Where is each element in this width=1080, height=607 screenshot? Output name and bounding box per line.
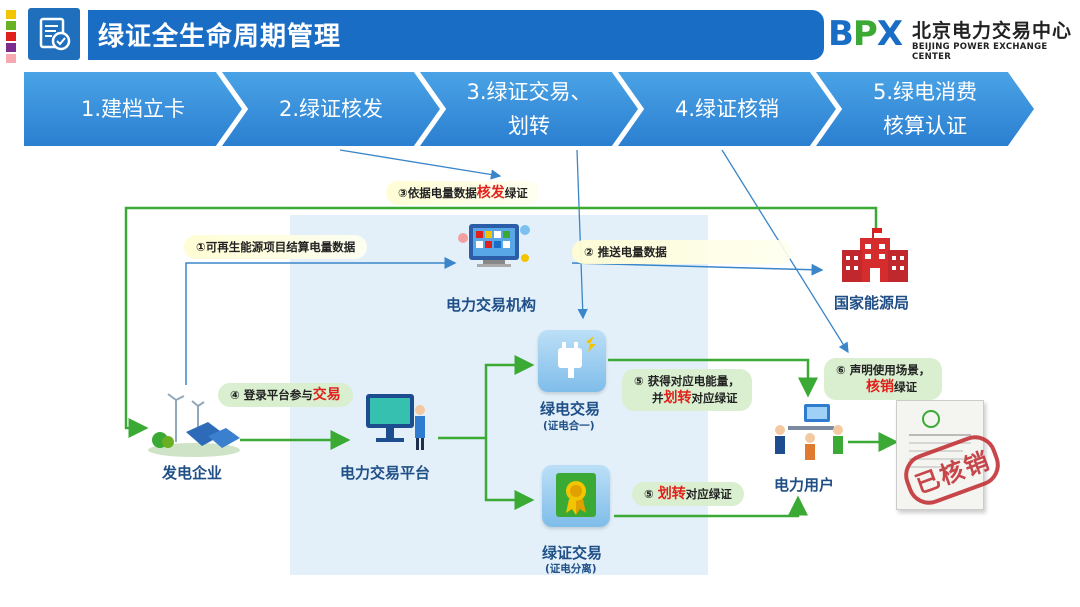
annotation-2: ② 推送电量数据 (572, 240, 792, 264)
platform-label: 电力交易平台 (340, 464, 431, 482)
color-strip-pink (6, 54, 16, 63)
computer-platform-icon (360, 390, 440, 456)
annotation-1: ①可再生能源项目结算电量数据 (184, 235, 368, 259)
color-strip-red (6, 32, 16, 41)
green-cert-trade-sublabel: (证电分离) (545, 563, 597, 575)
logo-cn-name: 北京电力交易中心 (912, 20, 1073, 42)
step-3-chevron: 3.绿证交易、划转 (420, 72, 638, 146)
trading-org-dashboard-icon (455, 218, 535, 282)
step-1-label: 1.建档立卡 (80, 97, 186, 121)
plug-icon (558, 336, 596, 378)
page-title: 绿证全生命周期管理 (98, 22, 342, 52)
annotation-5a: ⑤ 获得对应电能量，并划转对应绿证 (622, 369, 752, 411)
logo-en-name: BEIJING POWER EXCHANGE CENTER (912, 42, 1048, 62)
green-cert-trade-label: 绿证交易 (542, 544, 603, 562)
title-bar (88, 10, 824, 60)
step-5-label: 5.绿电消费 (872, 80, 978, 104)
green-power-trade-sublabel: (证电合一) (543, 420, 595, 432)
step-5-label-line2: 核算认证 (882, 114, 967, 138)
annotation-3: ③依据电量数据核发绿证 (386, 181, 540, 205)
annotation-4: ④ 登录平台参与交易 (218, 383, 353, 407)
green-power-trade-label: 绿电交易 (540, 400, 601, 418)
step-4-chevron: 4.绿证核销 (618, 72, 836, 146)
office-users-icon (768, 400, 850, 466)
energy-bureau-label: 国家能源局 (834, 294, 910, 312)
color-strip-purple (6, 43, 16, 52)
step-2-chevron: 2.绿证核发 (222, 72, 440, 146)
document-check-icon (28, 8, 80, 60)
step-5-chevron: 5.绿电消费核算认证 (816, 72, 1034, 146)
color-strip-yellow (6, 10, 16, 19)
annotation-5b: ⑤ 划转对应绿证 (632, 482, 744, 506)
color-strip-green (6, 21, 16, 30)
certificate-badge-icon (556, 473, 596, 517)
generator-label: 发电企业 (162, 464, 223, 482)
building-icon (838, 226, 912, 288)
step-1-chevron: 1.建档立卡 (24, 72, 242, 146)
certificate-seal-icon (909, 410, 971, 468)
annotation-6: ⑥ 声明使用场景，核销绿证 (824, 358, 943, 400)
trading-org-label: 电力交易机构 (446, 296, 537, 314)
green-power-trade-tile[interactable] (538, 330, 606, 392)
step-4-label: 4.绿证核销 (674, 97, 780, 121)
certificate-document (896, 400, 984, 510)
green-cert-trade-tile[interactable] (542, 465, 610, 527)
step-2-label: 2.绿证核发 (278, 97, 384, 121)
bpx-logo: BPX (828, 14, 903, 54)
step-3-label-line2: 划转 (507, 114, 550, 138)
step-3-label: 3.绿证交易、 (466, 80, 592, 104)
power-user-label: 电力用户 (774, 476, 835, 494)
wind-solar-plant-icon (146, 392, 242, 462)
